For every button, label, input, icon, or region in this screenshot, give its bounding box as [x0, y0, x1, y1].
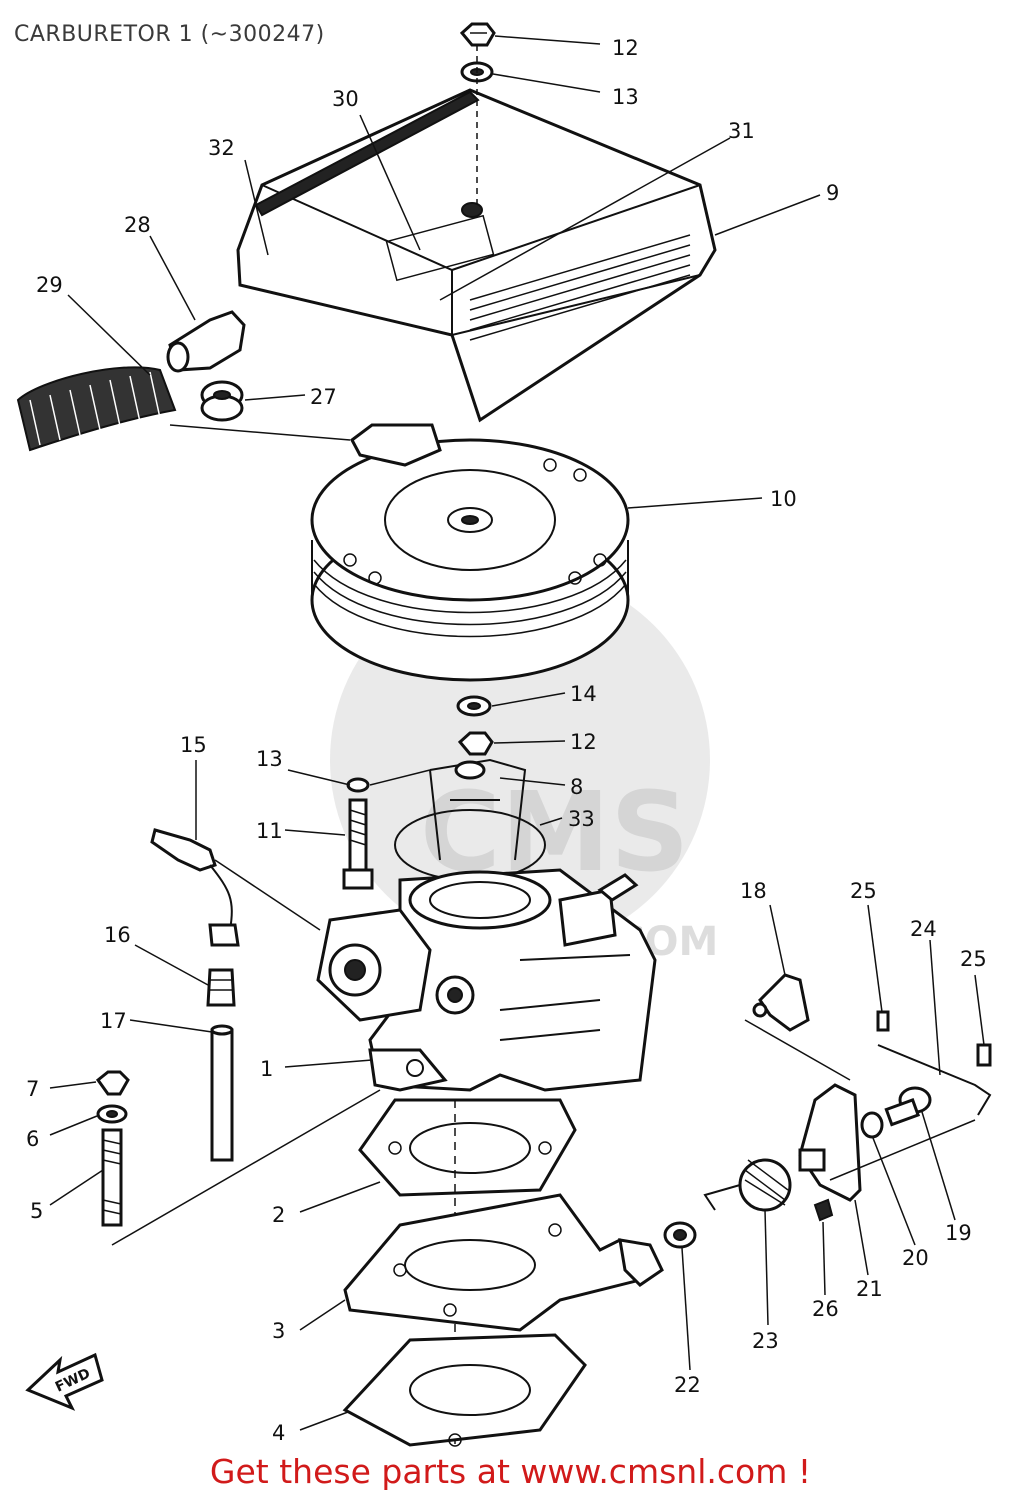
part-12-nut-mid[interactable]	[457, 731, 494, 756]
callout-19: 19	[945, 1221, 972, 1245]
part-25-clip-b[interactable]	[976, 1043, 992, 1067]
callout-26: 26	[812, 1297, 839, 1321]
part-21-lever[interactable]	[798, 1083, 862, 1202]
part-5-stud[interactable]	[101, 1128, 123, 1227]
part-2-gasket[interactable]	[358, 1098, 577, 1197]
callout-31: 31	[728, 119, 755, 143]
part-4-gasket-lower[interactable]	[342, 1333, 587, 1447]
part-16-nipple[interactable]	[206, 968, 236, 1007]
part-9-air-cover[interactable]	[236, 88, 717, 423]
callout-6: 6	[26, 1127, 39, 1151]
part-11-bolt[interactable]	[342, 798, 374, 890]
part-12-nut-top[interactable]	[459, 22, 496, 47]
part-10-air-cleaner[interactable]	[310, 423, 630, 682]
callout-28: 28	[124, 213, 151, 237]
callout-33: 33	[568, 807, 595, 831]
callout-2: 2	[272, 1203, 285, 1227]
callout-29: 29	[36, 273, 63, 297]
part-8-bracket[interactable]	[429, 758, 527, 861]
callout-25a: 25	[850, 879, 877, 903]
part-25-clip-a[interactable]	[876, 1010, 890, 1032]
part-24-rod[interactable]	[877, 1044, 992, 1116]
callout-4: 4	[272, 1421, 285, 1445]
callout-24: 24	[910, 917, 937, 941]
part-3-spacer[interactable]	[343, 1193, 664, 1332]
callout-7: 7	[26, 1077, 39, 1101]
callout-12b: 12	[570, 730, 597, 754]
part-17-pipe[interactable]	[210, 1024, 234, 1162]
callout-5: 5	[30, 1199, 43, 1223]
callout-21: 21	[856, 1277, 883, 1301]
callout-17: 17	[100, 1009, 127, 1033]
callout-20: 20	[902, 1246, 929, 1270]
footer-cta-link[interactable]: Get these parts at www.cmsnl.com !	[209, 1452, 812, 1491]
callout-13b: 13	[256, 747, 283, 771]
part-22-bushing[interactable]	[663, 1221, 697, 1249]
callout-23: 23	[752, 1329, 779, 1353]
callout-27: 27	[310, 385, 337, 409]
part-29-hose[interactable]	[16, 366, 177, 452]
callout-14: 14	[570, 682, 597, 706]
callout-15: 15	[180, 733, 207, 757]
part-19-bolt[interactable]	[884, 1086, 932, 1127]
callout-9: 9	[826, 181, 839, 205]
callout-32: 32	[208, 136, 235, 160]
callout-12a: 12	[612, 36, 639, 60]
part-20-washer[interactable]	[860, 1111, 884, 1139]
callout-22: 22	[674, 1373, 701, 1397]
part-15-fuel-fitting[interactable]	[150, 828, 240, 947]
part-23-spring[interactable]	[703, 1158, 792, 1212]
callout-10: 10	[770, 487, 797, 511]
fwd-arrow-icon: FWD	[25, 1352, 104, 1411]
part-7-nut[interactable]	[95, 1070, 130, 1096]
part-1-carburetor-body[interactable]	[316, 868, 657, 1092]
part-18-fitting[interactable]	[752, 973, 810, 1032]
callout-18: 18	[740, 879, 767, 903]
callout-16: 16	[104, 923, 131, 947]
part-13-washer-lower[interactable]	[346, 777, 370, 793]
part-28-elbow[interactable]	[166, 310, 246, 373]
callout-8: 8	[570, 775, 583, 799]
callout-3: 3	[272, 1319, 285, 1343]
callout-30: 30	[332, 87, 359, 111]
part-14-washer[interactable]	[456, 695, 492, 717]
leader-lines	[49, 35, 985, 1431]
part-26-spring[interactable]	[813, 1198, 834, 1222]
diagram-title: CARBURETOR 1 (~300247)	[14, 22, 325, 47]
part-27-grommet[interactable]	[200, 380, 244, 422]
callout-11: 11	[256, 819, 283, 843]
callout-25b: 25	[960, 947, 987, 971]
part-6-washer[interactable]	[96, 1104, 128, 1124]
callout-1: 1	[260, 1057, 273, 1081]
callout-labels: 12 13 30 31 32 9 28 29 27 10 14 12 15 13…	[26, 36, 987, 1445]
callout-13a: 13	[612, 85, 639, 109]
